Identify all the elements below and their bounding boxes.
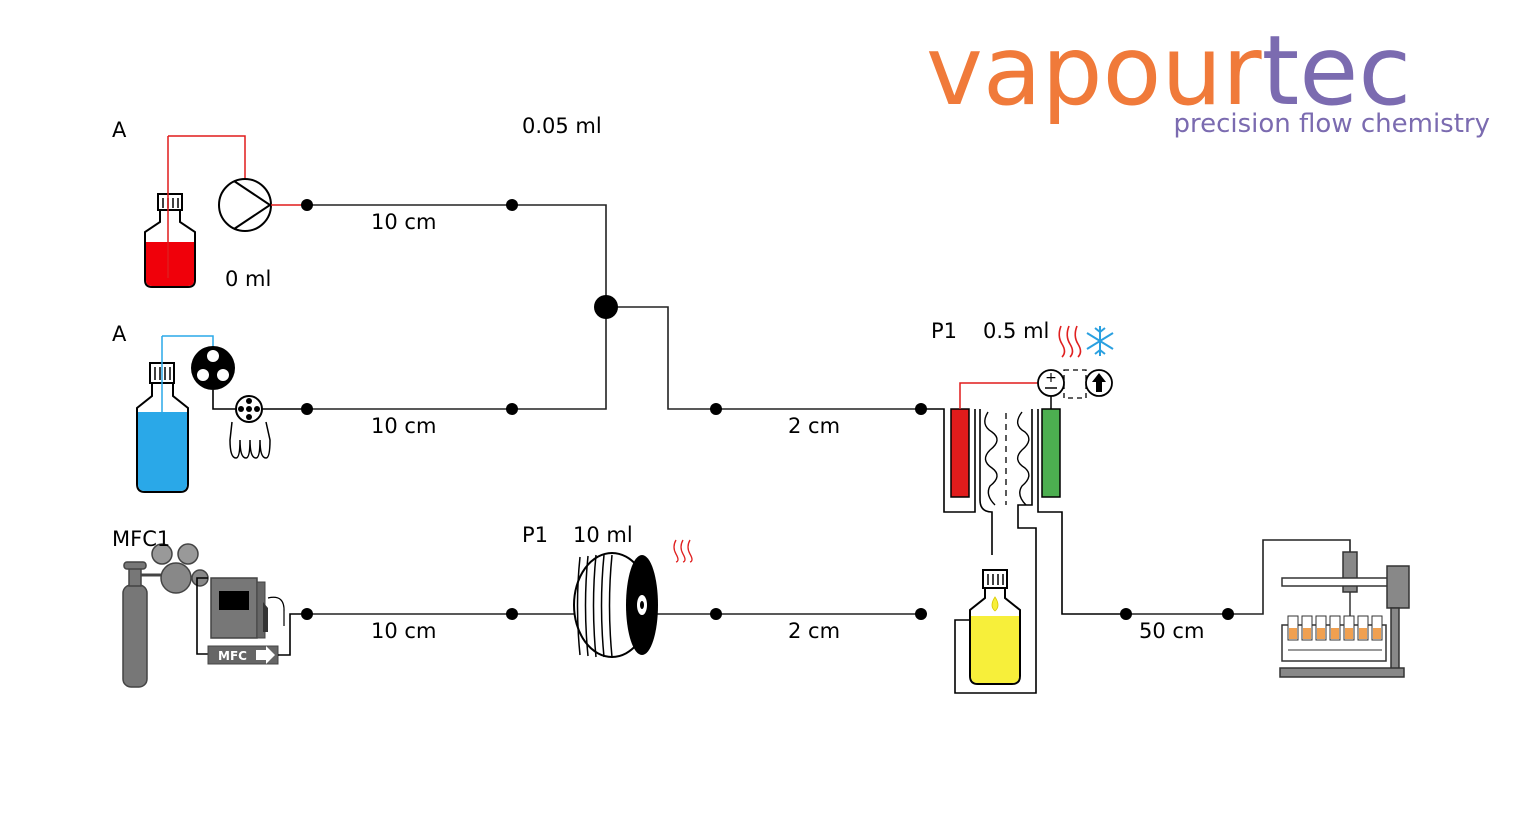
dot [710, 403, 722, 415]
reagent-label-a2: A [112, 322, 127, 346]
tube-row2-to-mixer [512, 307, 607, 410]
coil-reactor-icon [573, 552, 658, 658]
dot [506, 403, 518, 415]
mass-flow-controller: MFC [207, 577, 301, 665]
segment-length-coil-out: 2 cm [788, 619, 840, 643]
piston-pump-icon [218, 178, 301, 232]
tube-mixer-out [606, 306, 716, 410]
dot [301, 608, 313, 620]
mfc-tag: MFC [218, 649, 247, 663]
electrochemical-cell-icon: + [921, 369, 1126, 694]
bottle-volume-label: 0 ml [225, 267, 271, 291]
vapourtec-logo: vapourtec precision flow chemistry [926, 15, 1490, 139]
logo-text: vapourtec [926, 15, 1411, 127]
tube-row1-to-mixer [512, 204, 607, 307]
logo-tagline: precision flow chemistry [1173, 109, 1490, 139]
dot [710, 608, 722, 620]
dot [1222, 608, 1234, 620]
svg-text:+: + [1045, 370, 1057, 386]
gas-cylinder-icon [122, 543, 209, 688]
reactor-volume-label: 0.5 ml [983, 319, 1049, 343]
dot [301, 199, 313, 211]
mixer-junction [594, 295, 618, 319]
peristaltic-pump-icon [191, 346, 301, 459]
dot [301, 403, 313, 415]
dot [506, 608, 518, 620]
segment-length-row2: 10 cm [371, 414, 436, 438]
tube-to-collector [1228, 539, 1351, 615]
segment-length-row3: 10 cm [371, 619, 436, 643]
mfc-label: MFC1 [112, 527, 170, 551]
tubing [307, 204, 1351, 615]
dot [506, 199, 518, 211]
reagent-bottle-blue [136, 335, 214, 493]
reagent-bottle-red [144, 135, 246, 288]
coil-volume-label: 10 ml [573, 523, 633, 547]
reagent-label-a1: A [112, 118, 127, 142]
segment-length-reactor-in: 2 cm [788, 414, 840, 438]
logo-part2: tec [1262, 15, 1411, 127]
segment-length-row1: 10 cm [371, 210, 436, 234]
loop-volume-label: 0.05 ml [522, 114, 602, 138]
logo-part1: vapour [926, 15, 1262, 127]
heat-icon [1058, 325, 1082, 358]
heat-icon [673, 539, 693, 563]
junction-dots [301, 199, 1234, 620]
product-bottle-yellow [969, 569, 1021, 685]
snowflake-icon [1086, 326, 1114, 356]
reactor-pump-label: P1 [931, 319, 957, 343]
segment-length-output: 50 cm [1139, 619, 1204, 643]
coil-pump-label: P1 [522, 523, 548, 547]
labels: A A MFC1 0.05 ml 0 ml 10 cm 10 cm 10 cm … [112, 114, 1204, 643]
dot [915, 608, 927, 620]
fraction-collector-icon [1279, 551, 1410, 678]
